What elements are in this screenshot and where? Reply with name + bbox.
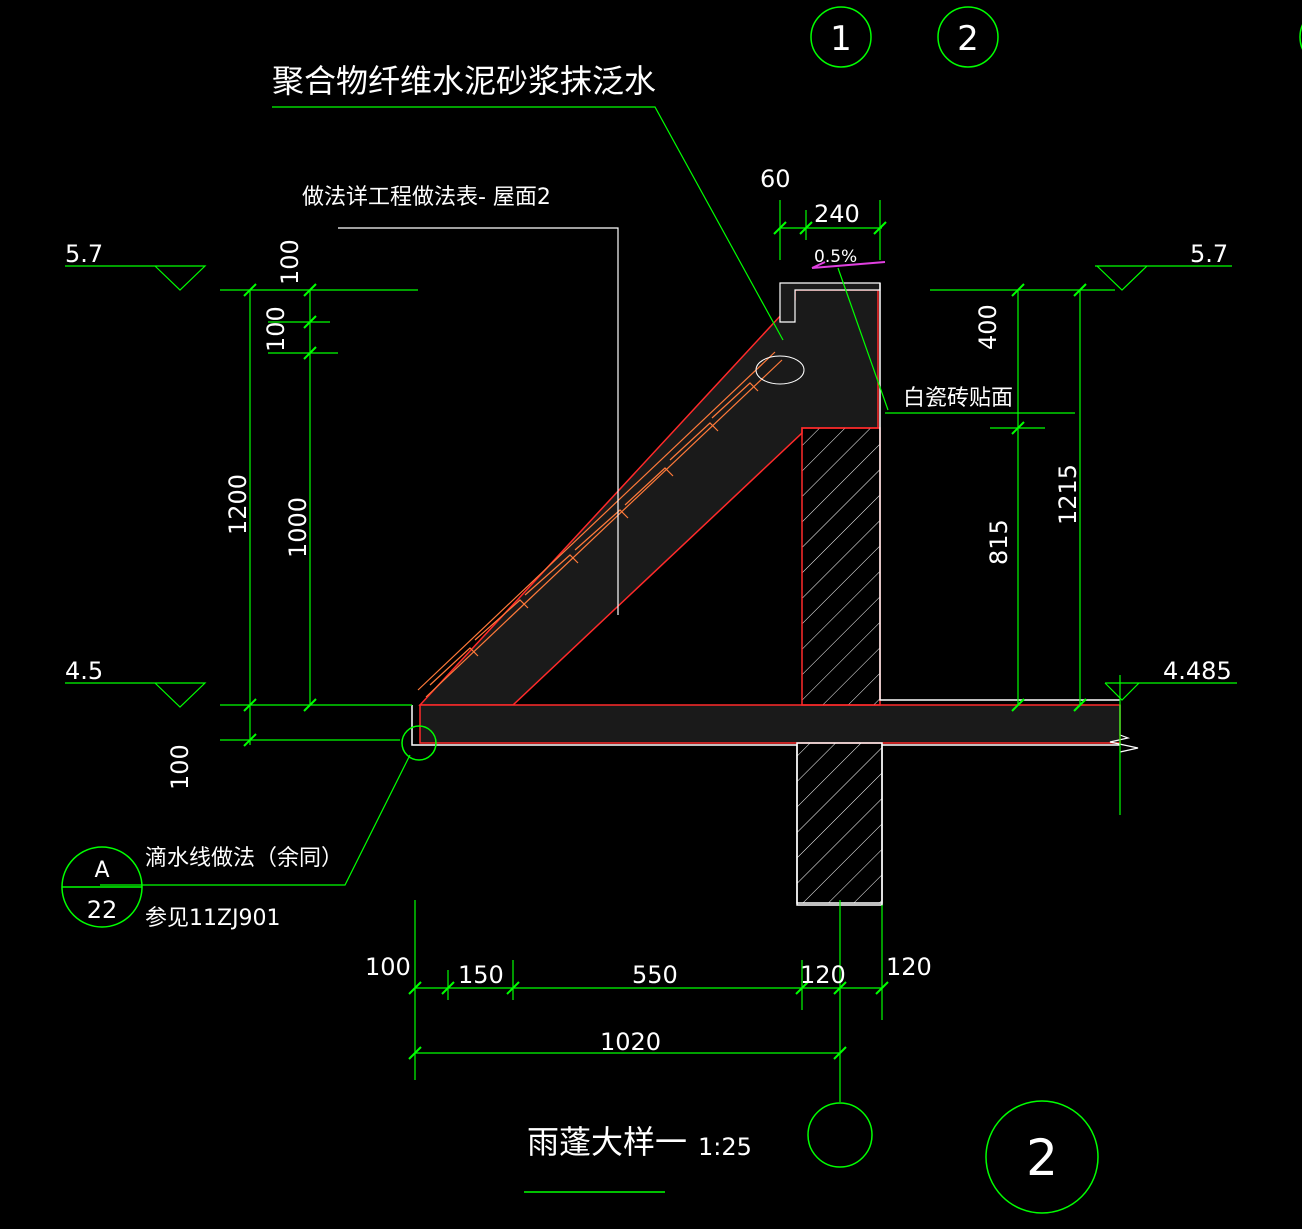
dim-left-100-second: 100 bbox=[262, 306, 290, 352]
elevation-top-right: 5.7 bbox=[1190, 240, 1228, 268]
detail-ref-sheet: 22 bbox=[87, 896, 118, 924]
hatched-beam-lower bbox=[796, 742, 883, 904]
concrete-structure bbox=[411, 282, 1139, 906]
axis-circle-bottom-2 bbox=[985, 1100, 1099, 1214]
dim-240: 240 bbox=[814, 200, 860, 228]
waterproof-leader bbox=[272, 106, 784, 341]
roof-ref-note: 做法详工程做法表- 屋面2 bbox=[302, 185, 551, 210]
dim-400: 400 bbox=[974, 304, 1002, 350]
axis-circle-1-top bbox=[810, 6, 872, 68]
dim-bottom-120a: 120 bbox=[800, 961, 846, 989]
dim-1215: 1215 bbox=[1054, 464, 1082, 525]
axis-circle-2-top bbox=[937, 6, 999, 68]
dim-1200: 1200 bbox=[224, 474, 252, 535]
dimension-lines bbox=[65, 200, 1237, 1102]
dim-bottom-550: 550 bbox=[632, 961, 678, 989]
drip-title: 滴水线做法（余同） bbox=[145, 846, 343, 871]
leader-lines bbox=[100, 106, 1075, 886]
dim-left-100-top: 100 bbox=[276, 239, 304, 285]
dim-bottom-150: 150 bbox=[458, 961, 504, 989]
axis-label-2: 2 bbox=[957, 19, 979, 59]
dim-bottom-1020: 1020 bbox=[600, 1028, 661, 1056]
detail-ref-letter: A bbox=[94, 858, 109, 883]
waterproof-note: 聚合物纤维水泥砂浆抹泛水 bbox=[272, 62, 656, 100]
slope-label: 0.5% bbox=[814, 247, 857, 267]
dimension-ticks bbox=[243, 221, 1087, 1060]
slope-arrow bbox=[811, 261, 886, 269]
outer-outline bbox=[411, 705, 1120, 906]
dim-bottom-120b: 120 bbox=[886, 953, 932, 981]
dim-815: 815 bbox=[985, 519, 1013, 565]
drawing-scale: 1:25 bbox=[698, 1133, 752, 1161]
tile-face-note: 白瓷砖贴面 bbox=[903, 386, 1013, 411]
drip-detail-circle bbox=[401, 725, 437, 761]
elevation-bottom-left: 4.5 bbox=[65, 657, 103, 685]
drawing-title: 雨蓬大样一 bbox=[527, 1123, 687, 1161]
dim-1000: 1000 bbox=[284, 497, 312, 558]
roof-tiles bbox=[417, 351, 783, 698]
annotations: 聚合物纤维水泥砂浆抹泛水 做法详工程做法表- 屋面2 白瓷砖贴面 滴水线做法（余… bbox=[65, 19, 1232, 1187]
elevation-bottom-right: 4.485 bbox=[1163, 657, 1232, 685]
drip-leader bbox=[100, 754, 411, 886]
axis-circles bbox=[61, 6, 1302, 1214]
elevation-top-left: 5.7 bbox=[65, 240, 103, 268]
axis-circle-partial-right bbox=[1299, 24, 1302, 50]
dim-60: 60 bbox=[760, 165, 791, 193]
drip-ref: 参见11ZJ901 bbox=[145, 906, 281, 931]
axis-label-bottom-2: 2 bbox=[1026, 1129, 1058, 1187]
parapet-outer-line bbox=[879, 283, 1120, 701]
hatched-wall-upper bbox=[801, 427, 881, 706]
dim-left-100-bottom: 100 bbox=[166, 744, 194, 790]
waterproof-mortar-mark bbox=[755, 355, 805, 385]
slope-leader bbox=[837, 267, 889, 411]
dim-bottom-100: 100 bbox=[365, 953, 411, 981]
canopy-slab bbox=[419, 704, 1121, 744]
axis-label-1: 1 bbox=[830, 19, 852, 59]
roof-ref-leader bbox=[338, 227, 619, 615]
axis-circle-bottom-1 bbox=[807, 1102, 873, 1168]
